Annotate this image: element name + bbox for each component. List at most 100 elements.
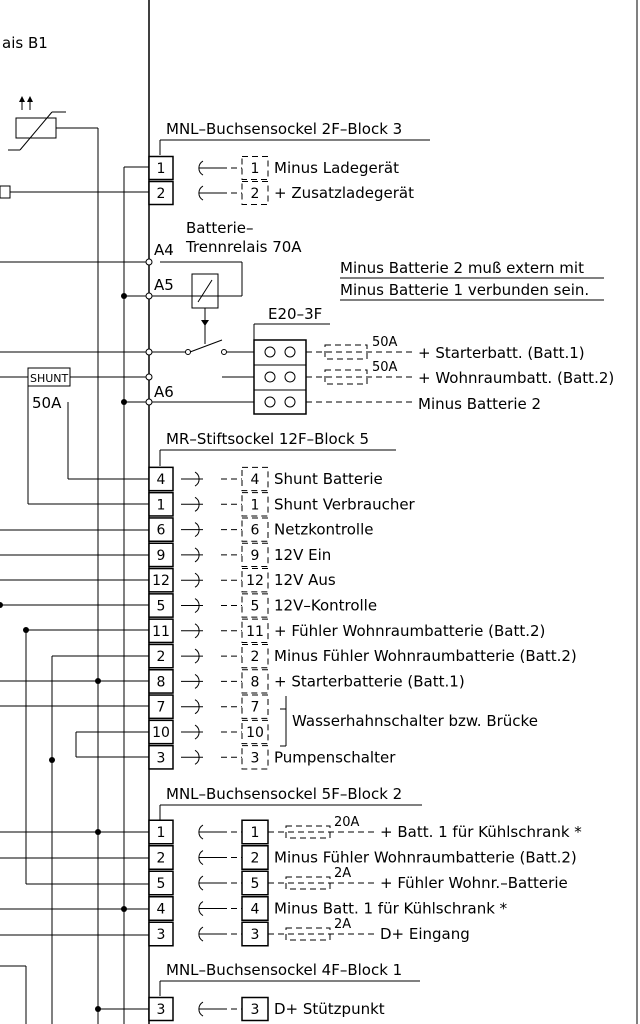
- note-line-2: Minus Batterie 1 verbunden sein.: [340, 281, 589, 299]
- pin-number: 3: [157, 927, 166, 943]
- mate-pin-box: [241, 618, 269, 643]
- mate-pin-box: [241, 845, 269, 870]
- mate-pin-number: 1: [251, 161, 260, 177]
- pin-box: [148, 921, 174, 947]
- mate-pin-number: 5: [251, 599, 260, 615]
- mate-pin-box: [241, 156, 269, 180]
- mate-pin-box: [241, 181, 269, 205]
- shunt-symbol: SHUNT: [0, 367, 146, 387]
- block5-row: 4 4 Shunt Batterie: [148, 466, 383, 492]
- pin-number: 1: [157, 825, 166, 841]
- mate-pin-number: 3: [251, 927, 260, 943]
- socket-symbol: [198, 160, 204, 176]
- terminal-a6-node: [145, 398, 153, 406]
- block5-row: 1 1 Shunt Verbraucher: [148, 491, 416, 517]
- fuse-1-rating: 50A: [372, 335, 398, 350]
- pin-box: [148, 618, 174, 644]
- mate-pin-box: [241, 568, 269, 593]
- mate-pin-number: 1: [251, 825, 260, 841]
- mate-pin-number: 4: [251, 472, 260, 488]
- terminal-a4: A4: [154, 241, 174, 259]
- socket-symbol: [198, 926, 204, 942]
- mate-pin-box: [241, 542, 269, 568]
- mate-pin-number: 5: [251, 876, 260, 892]
- mate-pin-box: [241, 492, 269, 517]
- terminal-main-node: [145, 348, 153, 356]
- fuse-2-symbol: [324, 369, 368, 385]
- mate-pin-number: 6: [251, 523, 260, 539]
- row-label: Shunt Batterie: [274, 470, 383, 488]
- pin-number: 5: [157, 599, 166, 615]
- mate-pin-box: [241, 643, 269, 669]
- resistor-symbol: [0, 185, 11, 199]
- pin-box: [148, 155, 174, 181]
- fuse-symbol: [285, 927, 331, 941]
- mate-pin-box: [241, 593, 269, 618]
- mate-pin-number: 8: [251, 674, 260, 690]
- fuse-1-symbol: [324, 344, 368, 360]
- mate-pin-box: [241, 896, 269, 921]
- mate-pin-number: 10: [246, 725, 264, 741]
- socket-symbol: [198, 185, 204, 201]
- mate-pin-number: 1: [251, 497, 260, 513]
- row-label: Pumpenschalter: [274, 748, 396, 766]
- pin-number: 9: [157, 548, 166, 564]
- fuse-rating: 20A: [334, 815, 360, 830]
- mate-pin-number: 2: [251, 649, 260, 665]
- mate-pin-number: 12: [246, 573, 264, 589]
- row-label: Minus Ladegerät: [274, 159, 399, 177]
- e20-label-1: + Starterbatt. (Batt.1): [418, 344, 585, 362]
- pin-number: 4: [157, 902, 166, 918]
- e20-label-3: Minus Batterie 2: [418, 395, 541, 413]
- pin-number: 8: [157, 674, 166, 690]
- row-label: + Fühler Wohnraumbatterie (Batt.2): [274, 622, 545, 640]
- relay-switch-symbol: [152, 326, 254, 355]
- mate-pin-box: [241, 669, 269, 694]
- pin-number: 7: [157, 700, 166, 716]
- fuse-rating: 2A: [334, 866, 351, 881]
- socket-symbol: [198, 824, 204, 840]
- shunt-label: SHUNT: [30, 372, 69, 385]
- row-label: + Fühler Wohnr.–Batterie: [380, 874, 568, 892]
- pin-number: 2: [157, 649, 166, 665]
- pin-box: [148, 694, 174, 720]
- block5-row: 5 5 12V–Kontrolle: [148, 593, 377, 618]
- e20-connector: [253, 339, 307, 415]
- socket-symbol: [198, 901, 204, 916]
- row-label: 12V–Kontrolle: [274, 597, 377, 615]
- note-line-1: Minus Batterie 2 muß extern mit: [340, 259, 584, 277]
- terminal-a4-node: [145, 258, 153, 266]
- mate-pin-box: [241, 517, 269, 542]
- mate-pin-number: 11: [246, 624, 264, 640]
- block1-title: MNL–Buchsensockel 4F–Block 1: [166, 961, 402, 979]
- mate-pin-number: 3: [251, 750, 260, 766]
- row-label: 12V Ein: [274, 546, 331, 564]
- mate-pin-box: [241, 466, 269, 492]
- pin-number: 4: [157, 472, 166, 488]
- socket-symbol: [198, 875, 204, 891]
- fuse-symbol: [285, 825, 331, 839]
- row-label: Minus Fühler Wohnraumbatterie (Batt.2): [274, 647, 577, 665]
- pin-box: [148, 180, 174, 206]
- row-label: + Starterbatterie (Batt.1): [274, 672, 465, 690]
- shunt-rating: 50A: [32, 394, 62, 412]
- e20-label-2: + Wohnraumbatt. (Batt.2): [418, 369, 614, 387]
- row-label: Minus Fühler Wohnraumbatterie (Batt.2): [274, 849, 577, 867]
- row-label: Minus Batt. 1 für Kühlschrank *: [274, 900, 508, 918]
- relay-label-1: Batterie–: [186, 219, 254, 237]
- block2-title: MNL–Buchsensockel 5F–Block 2: [166, 785, 402, 803]
- row-label: Shunt Verbraucher: [274, 495, 416, 513]
- pin-number: 1: [157, 497, 166, 513]
- row-label: 12V Aus: [274, 571, 336, 589]
